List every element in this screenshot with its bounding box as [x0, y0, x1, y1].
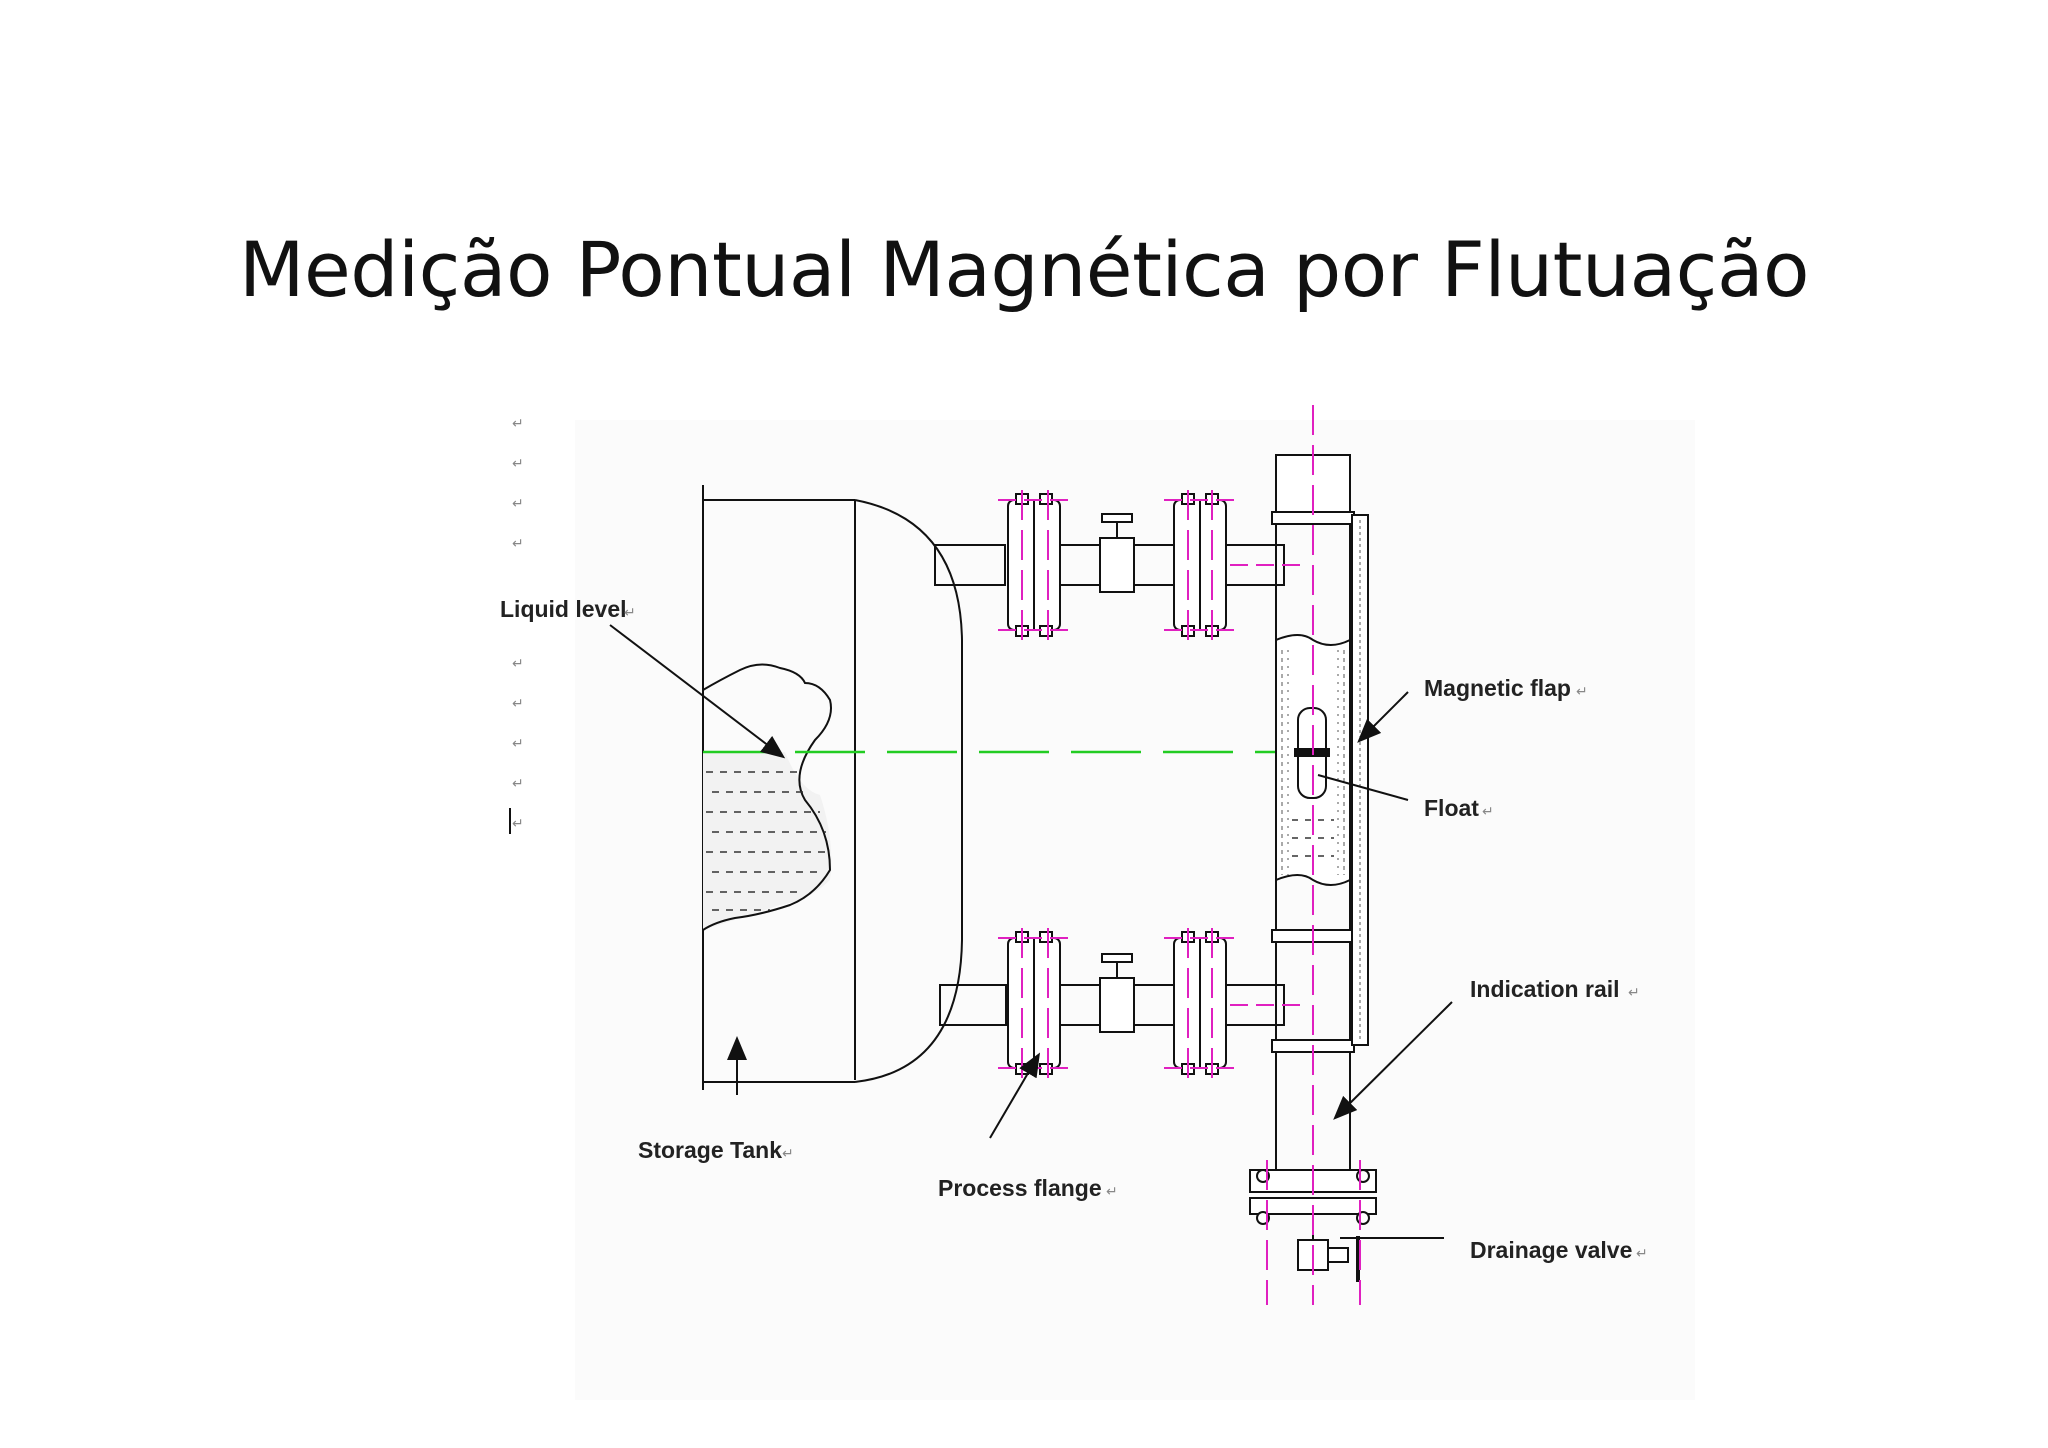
paragraph-mark-liquid-level: ↵ [624, 605, 636, 621]
paragraph-mark: ↵ [512, 656, 524, 672]
label-process-flange: Process flange [938, 1175, 1102, 1201]
paragraph-mark: ↵ [512, 456, 524, 472]
upper-valve-body [1099, 537, 1135, 593]
upper-valve-handle [1101, 513, 1133, 523]
paragraph-mark: ↵ [512, 696, 524, 712]
paragraph-mark: ↵ [512, 776, 524, 792]
cutaway-outline [702, 663, 832, 931]
lower-valve-body [1099, 977, 1135, 1033]
paragraph-mark: ↵ [512, 536, 524, 552]
indication-rail [1351, 514, 1369, 1046]
leader-liquid-level [609, 624, 786, 759]
leader-magnetic-flap [1357, 691, 1409, 743]
paragraph-mark-indication-rail: ↵ [1628, 985, 1640, 1001]
paragraph-mark: ↵ [512, 736, 524, 752]
liquid-fill [703, 752, 832, 930]
paragraph-mark-magnetic-flap: ↵ [1576, 684, 1588, 700]
upper-pipe-left [934, 544, 1006, 586]
label-drainage-valve: Drainage valve [1470, 1237, 1632, 1263]
liquid-dashes [706, 771, 826, 911]
slide-title: Medição Pontual Magnética por Flutuação [238, 225, 1810, 314]
leader-process-flange [989, 1052, 1041, 1139]
lower-valve-handle [1101, 953, 1133, 963]
label-indication-rail: Indication rail [1470, 976, 1620, 1002]
leader-float [1317, 774, 1409, 801]
paragraph-mark-process-flange: ↵ [1106, 1184, 1118, 1200]
paragraph-mark-float: ↵ [1482, 804, 1494, 820]
leader-indication-rail [1333, 1001, 1453, 1120]
paragraph-mark-storage-tank: ↵ [782, 1146, 794, 1162]
label-float: Float [1424, 795, 1479, 821]
lower-pipe-left [939, 984, 1007, 1026]
bottom-flange [1249, 1169, 1377, 1225]
paragraph-mark: ↵ [512, 416, 524, 432]
label-liquid-level: Liquid level [500, 596, 627, 622]
paragraph-marks-margin: ↵ ↵ ↵ ↵ ↵ ↵ ↵ ↵ ↵ [509, 416, 524, 834]
center-lines [1021, 405, 1361, 1305]
label-magnetic-flap: Magnetic flap [1424, 675, 1571, 701]
label-storage-tank: Storage Tank [638, 1137, 782, 1163]
paragraph-mark: ↵ [512, 496, 524, 512]
liquid-cutaway [702, 663, 832, 931]
paragraph-mark-drainage-valve: ↵ [1636, 1246, 1648, 1262]
paragraph-mark: ↵ [512, 816, 524, 832]
